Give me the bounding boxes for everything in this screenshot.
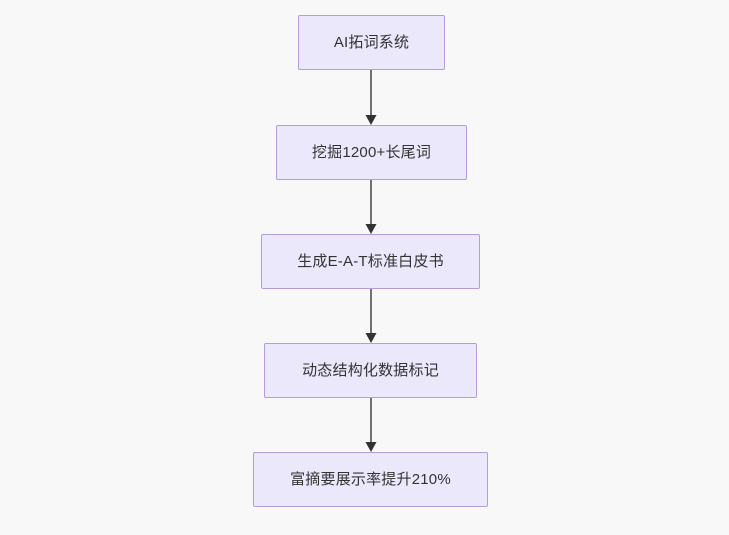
flowchart-node-label: 挖掘1200+长尾词 [311, 144, 432, 161]
flowchart-edge-e1 [356, 70, 386, 125]
flowchart-node-n4[interactable]: 动态结构化数据标记 [264, 343, 477, 398]
flowchart-edge-e3 [356, 289, 386, 343]
flowchart-node-label: 富摘要展示率提升210% [290, 471, 451, 488]
flowchart-node-label: 生成E-A-T标准白皮书 [297, 253, 444, 270]
flowchart-edge-e4 [356, 398, 386, 452]
flowchart-edge-e2 [356, 180, 386, 234]
flowchart-node-n3[interactable]: 生成E-A-T标准白皮书 [261, 234, 480, 289]
flowchart-node-n2[interactable]: 挖掘1200+长尾词 [276, 125, 467, 180]
flowchart-node-n5[interactable]: 富摘要展示率提升210% [253, 452, 488, 507]
flowchart-node-label: AI拓词系统 [333, 34, 410, 51]
flowchart-node-n1[interactable]: AI拓词系统 [298, 15, 445, 70]
flowchart-node-label: 动态结构化数据标记 [302, 362, 439, 379]
